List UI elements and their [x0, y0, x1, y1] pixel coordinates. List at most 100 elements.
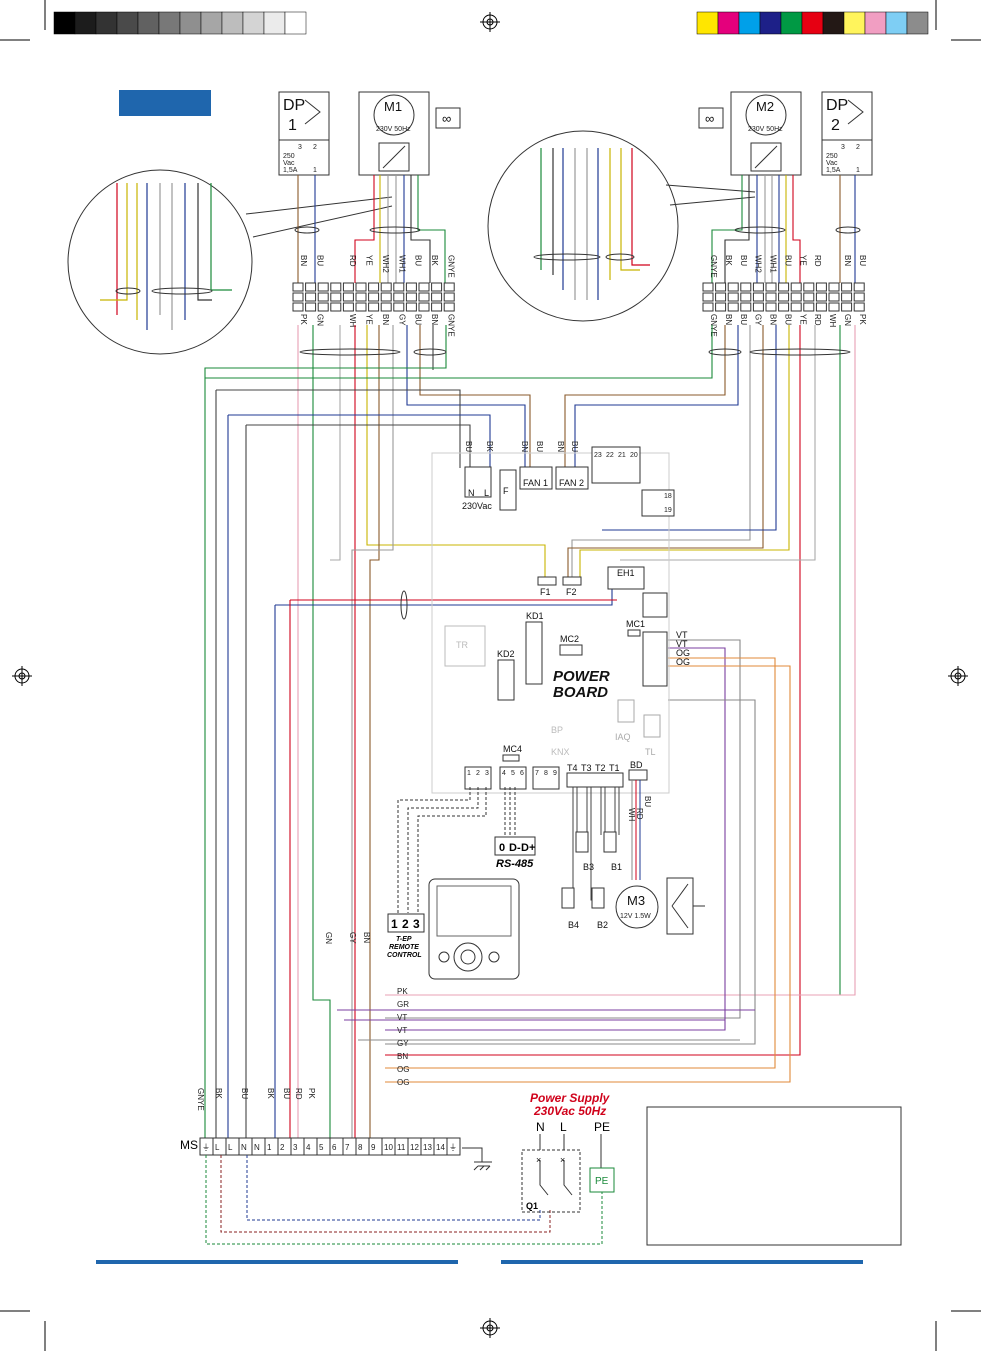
board-wire-label: BK — [485, 441, 494, 452]
right-strip-bottom-label: BN — [724, 314, 733, 325]
out-og-2: OG — [676, 657, 690, 667]
grp3-9: 9 — [553, 770, 557, 777]
svg-text:×: × — [560, 1155, 565, 1165]
gray-swatch — [200, 11, 223, 35]
dp2-switch: DP 2 250 Vac 1,5A 3 2 1 — [821, 91, 873, 176]
left-strip-terminal-mid — [443, 292, 455, 302]
left-strip-terminal-top — [393, 282, 405, 292]
left-strip-top-label: BU — [414, 255, 423, 266]
rs485-pin-dminus: D- — [509, 842, 521, 854]
cable-ties-top — [294, 226, 861, 234]
right-strip-terminal-mid — [778, 292, 790, 302]
right-strip-bottom-label: GN — [843, 314, 852, 326]
gray-swatch — [221, 11, 244, 35]
bd-wire-labels: WH RD BU — [627, 796, 652, 822]
dp1-pin-1: 1 — [313, 167, 317, 174]
ms-terminal-cell — [446, 1137, 461, 1156]
bp-label: BP — [551, 725, 563, 735]
color-swatch — [717, 11, 740, 35]
ms-terminal-label: 5 — [319, 1143, 324, 1152]
right-strip-bottom-label: RD — [813, 314, 822, 326]
footer-band-left — [96, 1260, 458, 1264]
left-strip-terminal-bottom — [317, 302, 329, 312]
right-strip-terminal-mid — [790, 292, 802, 302]
knx-label: KNX — [551, 747, 570, 757]
bus-label: PK — [397, 987, 408, 996]
t1-label: T1 — [609, 763, 620, 773]
ps-q1: Q1 — [526, 1201, 538, 1211]
right-strip-terminal-mid — [727, 292, 739, 302]
grp2-5: 5 — [511, 770, 515, 777]
color-swatch — [801, 11, 824, 35]
left-strip-bottom-label: GNYE — [446, 314, 455, 337]
mains-dashed-lines — [205, 1155, 603, 1245]
right-strip-terminal-mid — [715, 292, 727, 302]
b2-label: B2 — [597, 920, 608, 930]
left-strip-terminal-top — [380, 282, 392, 292]
tr-label: TR — [456, 640, 468, 650]
left-strip-terminal-bottom — [380, 302, 392, 312]
left-strip-terminal-mid — [418, 292, 430, 302]
grp3-7: 7 — [535, 770, 539, 777]
rs485-pin-dplus: D+ — [521, 842, 535, 854]
left-strip-terminal-top — [368, 282, 380, 292]
ms-terminal-label: 8 — [358, 1143, 363, 1152]
vlabel-gn: GN — [324, 932, 333, 944]
right-strip-terminal-top — [752, 282, 764, 292]
ms-terminal-label: 9 — [371, 1143, 376, 1152]
left-strip-terminal-mid — [431, 292, 443, 302]
left-strip-terminal-bottom — [368, 302, 380, 312]
dp2-pin-2: 2 — [856, 144, 860, 151]
right-strip-bottom-label: GY — [754, 314, 763, 326]
right-strip-terminal-mid — [815, 292, 827, 302]
term-20: 20 — [630, 452, 638, 459]
dp2-rating-1: 250 — [826, 153, 838, 160]
left-strip-terminal-top — [292, 282, 304, 292]
left-strip-top-label: BU — [315, 255, 324, 266]
out-og-1: OG — [676, 648, 690, 658]
dp1-rating-1: 250 — [283, 153, 295, 160]
ms-top-label: BK — [266, 1088, 275, 1099]
bus-label: GR — [397, 1000, 409, 1009]
left-strip-bottom-label: GN — [315, 314, 324, 326]
right-strip-terminal-top — [828, 282, 840, 292]
ms-terminal-label: 2 — [280, 1143, 285, 1152]
ms-terminal-label: N — [241, 1143, 247, 1152]
remote-pin-1: 1 — [391, 917, 398, 931]
remote-control: 1 2 3 T-EP REMOTE CONTROL — [387, 787, 520, 980]
left-strip-terminal-top — [355, 282, 367, 292]
ms-terminal-label: ⏚ — [202, 1143, 210, 1152]
ps-title-2: 230Vac 50Hz — [533, 1104, 606, 1118]
ms-terminal-label: 13 — [423, 1143, 432, 1152]
right-strip-terminal-bottom — [740, 302, 752, 312]
board-mains-label: 230Vac — [462, 501, 492, 511]
out-vt-2: VT — [676, 639, 688, 649]
left-strip-top-label: YE — [365, 255, 374, 266]
ms-terminal-label: 12 — [410, 1143, 419, 1152]
dp2-pin-1: 1 — [856, 167, 860, 174]
left-strip-terminal-mid — [368, 292, 380, 302]
remote-line-2: REMOTE — [389, 944, 419, 951]
svg-text:×: × — [536, 1155, 541, 1165]
out-vt-1: VT — [676, 630, 688, 640]
grp2-6: 6 — [520, 770, 524, 777]
right-strip-terminal-mid — [828, 292, 840, 302]
bus-label: OG — [397, 1078, 409, 1087]
board-title-1: POWER — [553, 668, 610, 685]
right-strip-terminal-bottom — [815, 302, 827, 312]
dp2-rating-2: Vac — [826, 160, 838, 167]
rs485-pin-0: 0 — [499, 842, 505, 854]
right-strip-terminal-top — [702, 282, 714, 292]
power-board: N L F 230Vac FAN 1 FAN 2 23 22 21 20 18 … — [431, 446, 690, 794]
gray-swatch — [116, 11, 139, 35]
color-swatch — [864, 11, 887, 35]
term-19: 19 — [664, 507, 672, 514]
dp1-rating-2: Vac — [283, 160, 295, 167]
m3-wire-rd: RD — [635, 808, 644, 820]
right-strip-bottom-label: PK — [858, 314, 867, 325]
gray-swatch — [242, 11, 265, 35]
ms-top-label: RD — [294, 1088, 303, 1100]
fan2-label: FAN 2 — [559, 478, 584, 488]
right-strip-bottom-label: BN — [769, 314, 778, 325]
